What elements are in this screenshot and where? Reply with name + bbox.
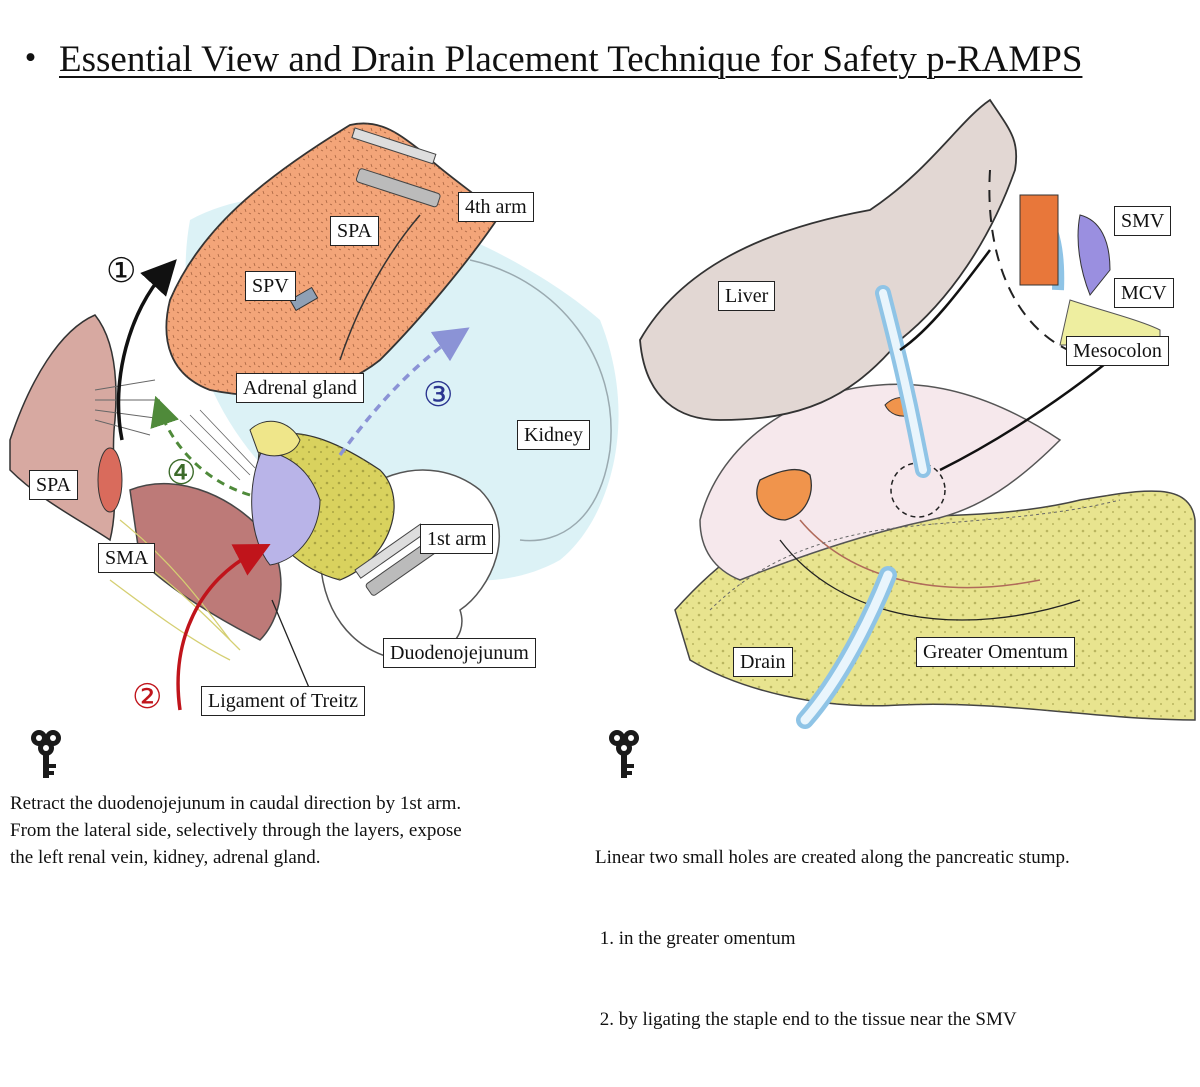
left-note-line: the left renal vein, kidney, adrenal gla… [10,847,321,868]
slide: ・Essential View and Drain Placement Tech… [9,28,1196,1030]
label-sma: SMA [98,543,156,573]
label-greater-omentum: Greater Omentum [916,637,1075,667]
step-one: ① [106,251,137,291]
left-note-line: From the lateral side, selectively throu… [10,820,462,841]
label-mesocolon: Mesocolon [1066,336,1169,366]
right-illustration [639,98,1196,729]
right-note-line: 2. by ligating the staple end to the tis… [595,1009,1017,1030]
label-ligament-of-treitz: Ligament of Treitz [201,686,365,716]
label-adrenal-gland: Adrenal gland [236,373,364,403]
key-icon [609,730,639,778]
right-note-line: Linear two small holes are created along… [595,847,1070,868]
key-icon [31,730,61,778]
left-note-line: Retract the duodenojejunum in caudal dir… [10,793,462,814]
right-notes: Linear two small holes are created along… [595,790,1070,1087]
step-two: ② [132,677,163,717]
label-mcv: MCV [1114,278,1174,308]
label-spa-top: SPA [330,216,379,246]
label-liver: Liver [718,281,776,311]
step-three: ③ [423,375,454,415]
label-4th-arm: 4th arm [458,192,534,222]
label-kidney: Kidney [517,420,590,450]
right-note-line: 1. in the greater omentum [595,928,796,949]
title-text: Essential View and Drain Placement Techn… [59,39,1083,80]
left-notes: Retract the duodenojejunum in caudal dir… [10,790,462,871]
label-duodenojejunum: Duodenojejunum [383,638,536,668]
title-bullet: ・ [12,39,49,80]
label-drain: Drain [733,647,793,677]
illustration [9,98,1196,729]
label-spa-left: SPA [29,470,78,500]
label-smv: SMV [1114,206,1172,236]
step-four: ④ [166,453,197,493]
label-spv: SPV [245,271,296,301]
label-1st-arm: 1st arm [420,524,494,554]
slide-title: ・Essential View and Drain Placement Tech… [12,28,1082,82]
